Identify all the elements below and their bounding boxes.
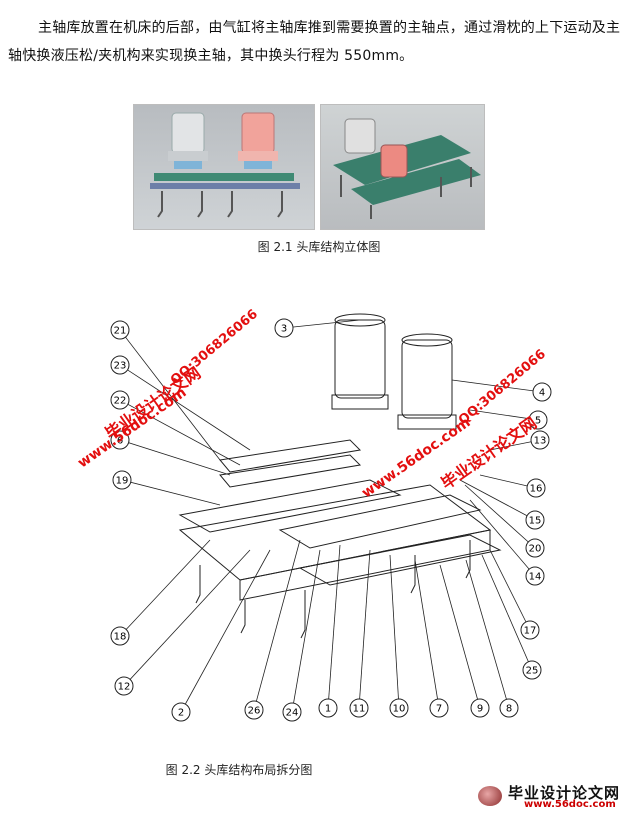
callout-circle [349,698,369,718]
callout-leader-line [119,399,241,466]
callout-number: 7 [436,704,442,715]
callout-circle [522,660,542,680]
callout-leader-line [414,559,440,709]
callout-circle [528,410,548,430]
callout-circle [532,382,552,402]
callout-circle [318,698,338,718]
callout-circle [499,698,519,718]
callout-circle [110,355,130,375]
callout-number: 17 [524,626,537,637]
callout-number: 2 [178,708,184,719]
callout-circle [110,390,130,410]
callout-number: 16 [530,484,543,495]
callout-circle [429,698,449,718]
callout-number: 1 [325,704,331,715]
callout-leader-line [283,319,361,329]
footer-url: www.56doc.com [524,799,616,810]
callout-leader-line [291,549,321,713]
callout-number: 4 [539,388,545,399]
exploded-assembly-diagram: 2123226193451316152014172589710111242621… [110,313,552,722]
callout-number: 20 [529,544,542,555]
callout-leader-line [119,539,211,637]
callout-circle [171,702,191,722]
callout-number: 24 [286,708,299,719]
callout-circle [274,318,294,338]
callout-leader-line [389,554,400,709]
callout-leader-line [469,499,536,577]
callout-circle [110,430,130,450]
callout-circle [525,538,545,558]
body-paragraph: 主轴库放置在机床的后部，由气缸将主轴库推到需要换置的主轴点，通过滑枕的上下运动及… [8,20,621,64]
callout-circle [110,320,130,340]
callout-leader-line [358,549,371,709]
callout-number: 11 [353,704,366,715]
callout-leader-line [180,549,271,713]
footer-title: 毕业设计论文网 [508,784,621,802]
callout-leader-line [119,329,221,461]
callout-leader-line [121,479,221,506]
callout-number: 15 [529,516,542,527]
callout-leader-line [451,379,543,393]
callout-leader-line [459,479,536,521]
callout-leader-line [479,474,537,489]
callout-number: 13 [534,436,547,447]
callout-leader-line [253,539,301,711]
callout-leader-line [464,484,536,549]
callout-number: 8 [506,704,512,715]
callout-leader-line [489,549,531,631]
figure-1-caption: 图 2.1 头库结构立体图 [257,240,381,254]
callout-leader-line [119,439,231,476]
callout-circle [282,702,302,722]
callout-circle [525,566,545,586]
figure-2-caption: 图 2.2 头库结构布局拆分图 [165,763,313,777]
callout-circle [530,430,550,450]
footer-brand: 毕业设计论文网 www.56doc.com [468,780,636,812]
callout-number: 14 [529,572,542,583]
callout-leader-line [327,544,341,709]
callout-number: 23 [114,361,127,372]
callout-leader-line [481,554,533,671]
callout-number: 21 [114,326,127,337]
callout-number: 26 [248,706,261,717]
callout-circle [526,478,546,498]
callout-number: 6 [117,436,123,447]
callout-number: 9 [477,704,483,715]
callout-circle [112,470,132,490]
callout-number: 19 [116,476,129,487]
figure-photo-front [133,104,315,230]
globe-logo-icon [478,786,502,806]
callout-number: 12 [118,682,131,693]
callout-circle [525,510,545,530]
callout-circle [470,698,490,718]
callout-circle [520,620,540,640]
callout-circle [110,626,130,646]
callout-leader-line [469,409,539,421]
callout-leader-line [123,549,251,687]
callout-number: 22 [114,396,127,407]
callout-number: 25 [526,666,539,677]
callout-number: 18 [114,632,127,643]
callout-leader-line [119,364,251,451]
figure-photo-isometric [320,104,485,230]
callout-leader-line [439,564,481,709]
callout-number: 5 [535,416,541,427]
callout-circle [389,698,409,718]
callout-circle [114,676,134,696]
callout-number: 10 [393,704,406,715]
callout-number: 3 [281,324,287,335]
callout-leader-line [465,559,510,709]
callout-circle [244,700,264,720]
